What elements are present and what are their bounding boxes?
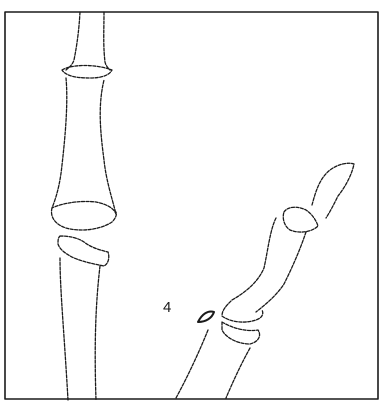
figure-label: 4 [163,300,171,315]
left-distal-shaft [66,12,110,70]
left-distal-joint [62,66,112,79]
left-pip-joint [58,236,109,266]
left-proximal-phalanx [60,258,100,400]
right-distal-tip [312,163,354,218]
left-middle-base [52,208,117,230]
right-distal-joint [283,207,318,232]
figure-border [5,12,378,399]
right-pip-joint [222,322,260,344]
right-middle-phalanx [222,218,306,316]
bone-fragment-marker [198,311,214,322]
left-middle-phalanx [52,78,116,214]
right-proximal-phalanx [176,330,250,398]
